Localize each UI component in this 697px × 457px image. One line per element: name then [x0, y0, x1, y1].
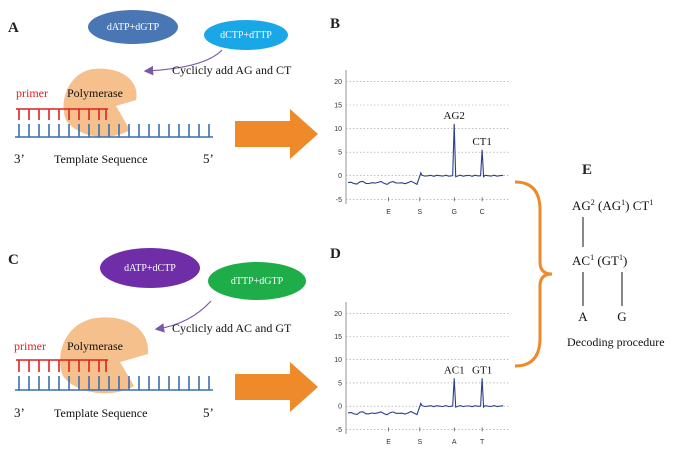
ellipse-a2-label: dCTP+dTTP — [220, 30, 272, 41]
primer-label-a: primer — [16, 86, 48, 100]
decode-base-right: G — [617, 309, 626, 324]
y-tick-label: 15 — [334, 334, 342, 341]
ellipse-c2 — [208, 262, 306, 300]
template-strand-a — [15, 124, 213, 138]
primer-label-c: primer — [14, 339, 46, 353]
x-tick-label: C — [480, 209, 485, 216]
ellipse-c1-label: dATP+dCTP — [124, 263, 176, 274]
cycle-arrow-c — [154, 300, 212, 333]
primer-strand-a — [16, 108, 108, 120]
y-tick-label: 20 — [334, 311, 342, 318]
peak-label: GT1 — [472, 364, 492, 376]
polymerase-c — [60, 317, 149, 394]
y-tick-label: 20 — [334, 79, 342, 86]
y-tick-label: -5 — [336, 197, 342, 204]
y-tick-label: 0 — [338, 404, 342, 411]
decode-line-mid: AC1 (GT1) — [572, 253, 627, 268]
x-tick-label: S — [417, 439, 422, 446]
cycle-text-a: Cyclicly add AG and CT — [172, 63, 292, 77]
primer-strand-c — [16, 359, 108, 372]
chromatogram-d: -5 0 5 10 15 20E S A T AC1 GT1 — [334, 302, 510, 446]
panel-letter-d: D — [330, 246, 341, 262]
ellipse-a1 — [88, 10, 178, 44]
signal-trace-d — [347, 378, 504, 416]
panel-letter-c: C — [8, 252, 19, 268]
template-label-a: Template Sequence — [54, 152, 147, 166]
y-tick-label: -5 — [336, 427, 342, 434]
panel-a: A dATP+dGTP dCTP+dTTP Cyclicly add AG an… — [8, 10, 318, 166]
ellipse-c2-label: dTTP+dGTP — [231, 276, 284, 287]
y-tick-label: 5 — [338, 150, 342, 157]
y-tick-label: 0 — [338, 173, 342, 180]
arrow-c-to-d — [235, 362, 318, 412]
end-5-c: 5’ — [203, 405, 214, 420]
x-tick-label: A — [452, 439, 457, 446]
x-tick-label: E — [386, 209, 391, 216]
decode-line-top: AG2 (AG1) CT1 — [572, 198, 653, 213]
end-5-a: 5’ — [203, 151, 214, 166]
cycle-arrow-a — [143, 49, 223, 76]
template-strand-c — [15, 376, 213, 391]
panel-c: C dATP+dCTP dTTP+dGTP Cyclicly add AC an… — [8, 248, 318, 420]
decode-base-left: A — [578, 309, 588, 324]
panel-letter-e: E — [582, 162, 592, 178]
end-3-c: 3’ — [14, 405, 25, 420]
ellipse-c1 — [100, 248, 200, 288]
signal-trace-b — [347, 123, 504, 186]
ellipse-a1-label: dATP+dGTP — [107, 22, 160, 33]
peak-label: AC1 — [444, 364, 465, 376]
y-tick-label: 10 — [334, 126, 342, 133]
end-3-a: 3’ — [14, 151, 25, 166]
panel-letter-b: B — [330, 16, 340, 32]
y-tick-label: 5 — [338, 380, 342, 387]
x-tick-label: E — [386, 439, 391, 446]
peak-label: CT1 — [472, 136, 492, 148]
polymerase-a — [63, 68, 137, 137]
peak-label: AG2 — [444, 110, 465, 122]
arrow-a-to-b — [235, 109, 318, 159]
polymerase-label-c: Polymerase — [67, 339, 123, 353]
decode-caption: Decoding procedure — [567, 335, 665, 349]
template-label-c: Template Sequence — [54, 406, 147, 420]
bracket — [514, 180, 553, 368]
x-tick-label: G — [452, 209, 457, 216]
ellipse-a2 — [204, 20, 288, 50]
cycle-text-c: Cyclicly add AC and GT — [172, 321, 292, 335]
x-tick-label: S — [417, 209, 422, 216]
panel-letter-a: A — [8, 20, 19, 36]
y-tick-label: 10 — [334, 357, 342, 364]
panel-e: E AG2 (AG1) CT1 AC1 (GT1) A G Decoding p… — [567, 162, 665, 349]
y-tick-label: 15 — [334, 103, 342, 110]
polymerase-label-a: Polymerase — [67, 86, 123, 100]
x-tick-label: T — [480, 439, 485, 446]
